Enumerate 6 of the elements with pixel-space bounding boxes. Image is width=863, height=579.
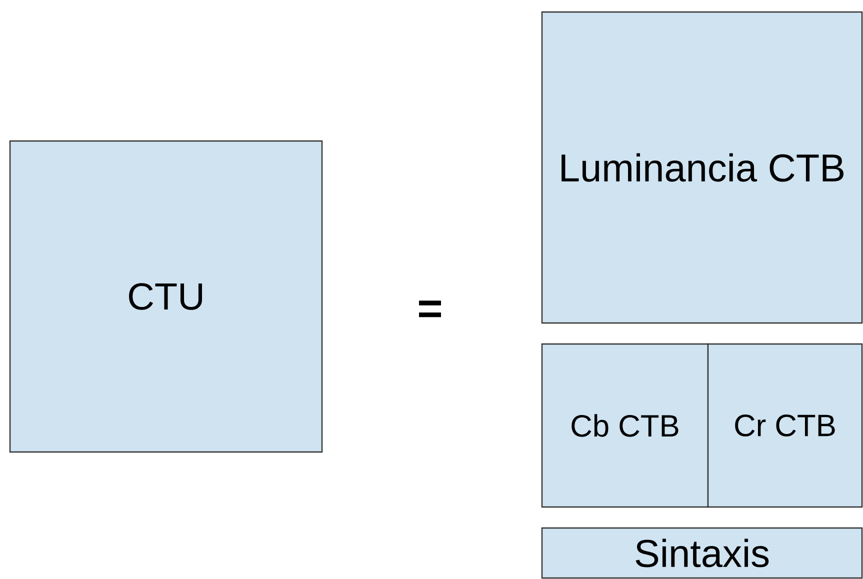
block-box: Cb CTB [541, 343, 709, 508]
block-box: Sintaxis [541, 527, 863, 579]
equals-sign: = [419, 300, 441, 318]
block-box: CTU [9, 140, 323, 453]
block-box: Cr CTB [707, 343, 863, 508]
block-box: Luminancia CTB [541, 11, 863, 324]
